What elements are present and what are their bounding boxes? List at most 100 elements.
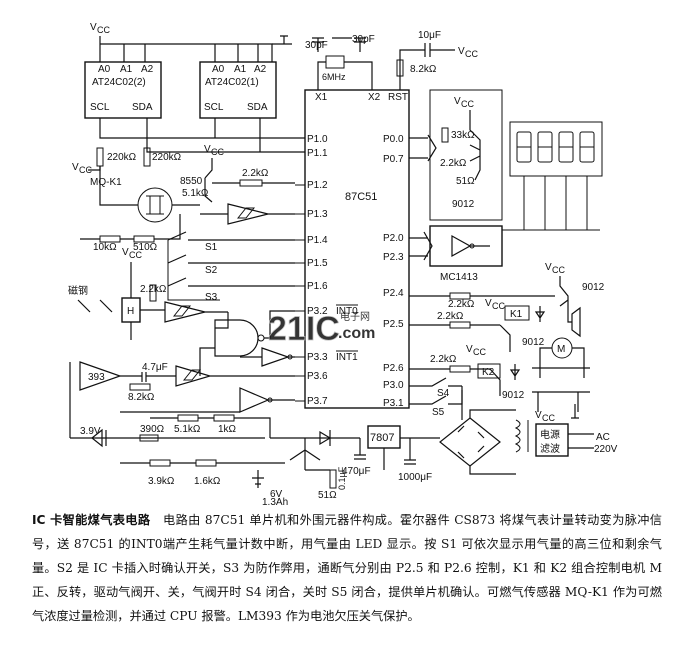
r1k-label: 1kΩ bbox=[218, 424, 237, 435]
c1000uf-label: 1000μF bbox=[398, 472, 432, 483]
s3-label: S3 bbox=[205, 292, 218, 303]
pin-p13: P1.3 bbox=[307, 209, 328, 220]
r220k-a: 220kΩ bbox=[107, 152, 137, 163]
pin-p24: P2.4 bbox=[383, 288, 404, 299]
s4-label: S4 bbox=[437, 388, 450, 399]
ac-label: AC bbox=[596, 432, 610, 443]
svg-text:.com: .com bbox=[338, 325, 375, 342]
c30pf-a: 30pF bbox=[305, 40, 328, 51]
pin-p20: P2.0 bbox=[383, 233, 404, 244]
vcc-label: V CC bbox=[458, 46, 478, 59]
r33k-label: 33kΩ bbox=[451, 130, 475, 141]
eeprom-2: A0 A1 A2 AT24C02(2) SCL SDA bbox=[84, 61, 162, 119]
svg-text:CC: CC bbox=[542, 413, 555, 423]
vcc-label: V CC bbox=[90, 22, 110, 35]
pin-p12: P1.2 bbox=[307, 180, 328, 191]
vcc-label: V CC bbox=[485, 298, 505, 311]
r39k-label: 3.9kΩ bbox=[148, 476, 175, 487]
mcu-87c51 bbox=[304, 89, 410, 409]
eeprom-1-label: AT24C02(1) bbox=[205, 77, 259, 88]
pin-a0: A0 bbox=[98, 64, 111, 75]
c47uf-label: 4.7μF bbox=[142, 362, 168, 373]
vcc-label: V CC bbox=[72, 162, 92, 175]
pin-p37: P3.7 bbox=[307, 396, 328, 407]
pin-rst: RST bbox=[388, 92, 408, 103]
q-9012-buzzer: 9012 bbox=[582, 282, 605, 293]
pin-p15: P1.5 bbox=[307, 258, 328, 269]
q-9012-k1: 9012 bbox=[522, 337, 545, 348]
pin-p14: P1.4 bbox=[307, 235, 328, 246]
s5-label: S5 bbox=[432, 407, 445, 418]
svg-text:CC: CC bbox=[79, 165, 92, 175]
c10uf-label: 10μF bbox=[418, 30, 441, 41]
svg-text:CC: CC bbox=[492, 301, 505, 311]
pin-int1: INT1 bbox=[336, 352, 358, 363]
regulator-label: 7807 bbox=[370, 432, 394, 444]
svg-text:V: V bbox=[485, 298, 492, 309]
svg-text:电子网: 电子网 bbox=[340, 310, 370, 323]
svg-text:21IC: 21IC bbox=[268, 310, 340, 348]
vcc-label: V CC bbox=[122, 247, 142, 260]
pin-sda: SDA bbox=[247, 102, 268, 113]
pin-a2: A2 bbox=[141, 64, 154, 75]
hall-label: H bbox=[127, 306, 134, 317]
q-9012-disp: 9012 bbox=[452, 199, 475, 210]
r220k-b: 220kΩ bbox=[152, 152, 182, 163]
pin-p32: P3.2 bbox=[307, 306, 328, 317]
r22k-p12: 2.2kΩ bbox=[242, 168, 269, 179]
pin-a1: A1 bbox=[234, 64, 247, 75]
filter-line-1: 电源 bbox=[540, 428, 560, 441]
relay-k2 bbox=[477, 363, 501, 379]
pin-p36: P3.6 bbox=[307, 371, 328, 382]
r22k-p25: 2.2kΩ bbox=[437, 311, 464, 322]
vcc-label: V CC bbox=[545, 262, 565, 275]
led-display bbox=[502, 121, 603, 231]
relay-k1 bbox=[504, 305, 530, 321]
svg-text:V: V bbox=[90, 22, 97, 33]
r82k-rst: 8.2kΩ bbox=[410, 64, 437, 75]
eeprom-2-label: AT24C02(2) bbox=[92, 77, 146, 88]
c30pf-b: 30pF bbox=[352, 34, 375, 45]
svg-text:CC: CC bbox=[465, 49, 478, 59]
mc1413 bbox=[429, 225, 503, 267]
reed-label: 磁钢 bbox=[68, 284, 88, 297]
filter-line-2: 滤波 bbox=[540, 442, 560, 455]
pin-sda: SDA bbox=[132, 102, 153, 113]
r22k-p24: 2.2kΩ bbox=[448, 299, 475, 310]
r390-label: 390Ω bbox=[140, 424, 165, 435]
pin-int0: INT0 bbox=[336, 306, 358, 317]
caption-body: 电路由 87C51 单片机和外围元器件构成。霍尔器件 CS873 将煤气表计量转… bbox=[32, 513, 662, 623]
pin-scl: SCL bbox=[90, 102, 110, 113]
pin-p25: P2.5 bbox=[383, 319, 404, 330]
pin-x1: X1 bbox=[315, 92, 328, 103]
pin-p16: P1.6 bbox=[307, 281, 328, 292]
r51k-b: 5.1kΩ bbox=[174, 424, 201, 435]
pin-p07: P0.7 bbox=[383, 154, 404, 165]
svg-text:V: V bbox=[545, 262, 552, 273]
sensor-label: MQ-K1 bbox=[90, 177, 122, 188]
svg-text:V: V bbox=[72, 162, 79, 173]
s2-label: S2 bbox=[205, 265, 218, 276]
c470uf-label: 470μF bbox=[342, 466, 371, 477]
vcc-label: V CC bbox=[204, 144, 224, 157]
crystal-label: 6MHz bbox=[322, 72, 346, 82]
svg-text:CC: CC bbox=[473, 347, 486, 357]
watermark-21ic: 21IC 电子网 .com bbox=[268, 310, 376, 349]
pin-p31: P3.1 bbox=[383, 398, 404, 409]
pin-p33: P3.3 bbox=[307, 352, 328, 363]
pin-p11: P1.1 bbox=[307, 148, 328, 159]
r10k-label: 10kΩ bbox=[93, 242, 117, 253]
svg-text:V: V bbox=[458, 46, 465, 57]
mcu-label: 87C51 bbox=[345, 191, 377, 203]
q-9012-k2: 9012 bbox=[502, 390, 525, 401]
svg-text:V: V bbox=[466, 344, 473, 355]
pin-x2: X2 bbox=[368, 92, 381, 103]
r510-label: 510Ω bbox=[133, 242, 158, 253]
pin-p00: P0.0 bbox=[383, 134, 404, 145]
pin-a1: A1 bbox=[120, 64, 133, 75]
vcc-label: V CC bbox=[466, 344, 486, 357]
r82k-cmp: 8.2kΩ bbox=[128, 392, 155, 403]
motor-label: M bbox=[557, 344, 565, 355]
pin-a0: A0 bbox=[212, 64, 225, 75]
k2-label: K2 bbox=[482, 367, 495, 378]
